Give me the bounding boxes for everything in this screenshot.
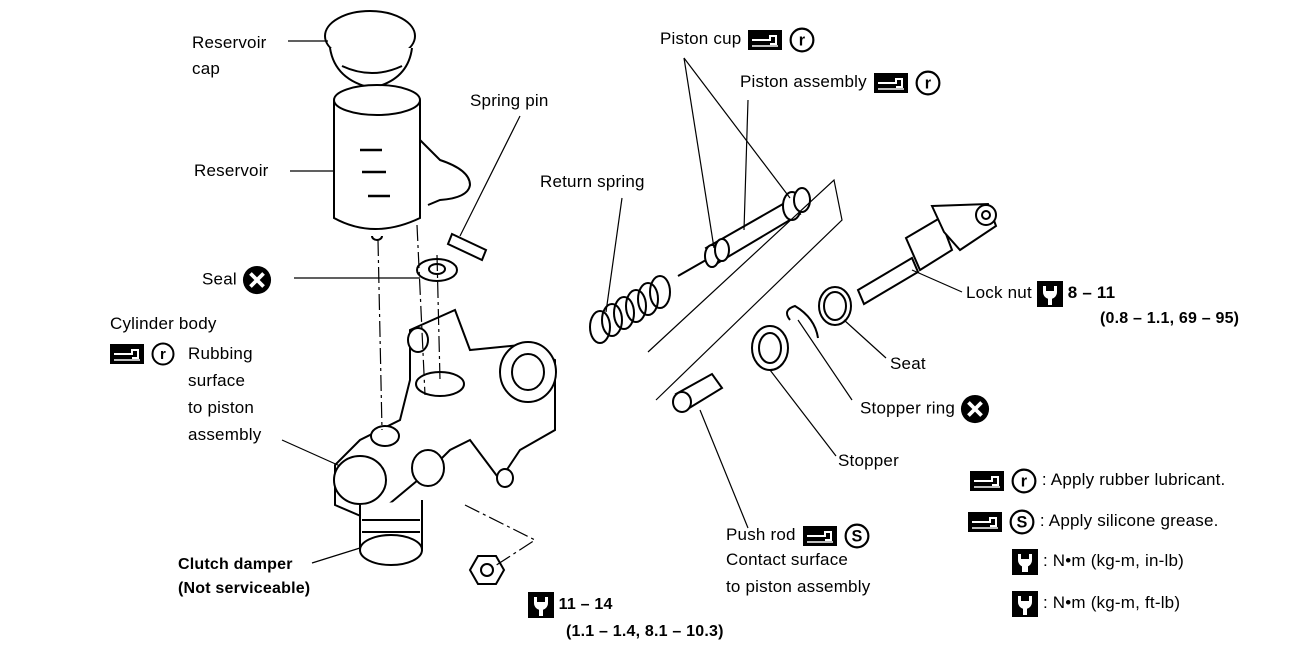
legend-torque-in: : N•m (kg-m, in-lb) bbox=[1012, 548, 1184, 575]
left-leader-lines bbox=[281, 40, 521, 564]
bottom-torque-line-1: 11 – 14 bbox=[528, 592, 613, 618]
torque-ft-lb-icon bbox=[528, 592, 554, 618]
reservoir-cap-label-2: cap bbox=[192, 59, 221, 78]
rubbing-label-4: assembly bbox=[188, 425, 262, 444]
piston-assembly-text: Piston assembly bbox=[740, 72, 867, 91]
piston-assembly-label: Piston assembly r bbox=[740, 69, 941, 96]
stopper-label: Stopper bbox=[838, 451, 899, 470]
seal-text: Seal bbox=[202, 269, 237, 289]
push-rod-part bbox=[672, 372, 724, 413]
torque-ft-lb-icon bbox=[1037, 281, 1063, 307]
return-spring bbox=[589, 275, 671, 344]
grease-gun-icon bbox=[801, 526, 839, 546]
rubbing-label-2: surface bbox=[188, 371, 246, 390]
push-rod-label: Push rod S bbox=[726, 522, 870, 549]
seat-part bbox=[818, 286, 852, 326]
s-circle-icon: S bbox=[1009, 509, 1035, 534]
svg-text:r: r bbox=[799, 31, 806, 49]
piston-cup-label: Piston cup r bbox=[660, 26, 815, 53]
piston-frame bbox=[647, 178, 843, 401]
seat-label: Seat bbox=[890, 354, 926, 373]
grease-gun-icon bbox=[872, 73, 910, 93]
return-spring-label: Return spring bbox=[540, 172, 645, 191]
spring-pin bbox=[446, 232, 488, 262]
r-circle-icon: r bbox=[151, 342, 175, 366]
contact-surface-label-2: to piston assembly bbox=[726, 577, 871, 596]
right-leader-lines bbox=[605, 57, 963, 529]
torque-ft-lb-icon bbox=[1012, 591, 1038, 617]
svg-text:r: r bbox=[160, 346, 166, 363]
lock-nut-text: Lock nut bbox=[966, 283, 1032, 302]
x-replace-icon bbox=[242, 265, 272, 295]
grease-gun-icon bbox=[746, 30, 784, 50]
piston-assembly-part bbox=[677, 187, 811, 277]
lock-nut-torque-value: 8 – 11 bbox=[1067, 283, 1116, 302]
legend-rubber: r : Apply rubber lubricant. bbox=[968, 467, 1225, 494]
grease-gun-icon bbox=[968, 471, 1006, 491]
spring-pin-label: Spring pin bbox=[470, 91, 549, 110]
push-rod-text: Push rod bbox=[726, 525, 796, 544]
seal-label: Seal bbox=[202, 265, 272, 295]
r-circle-icon: r bbox=[915, 70, 941, 95]
lock-nut-torque-line-2: (0.8 – 1.1, 69 – 95) bbox=[1100, 310, 1240, 327]
mounting-nut bbox=[468, 555, 506, 585]
grease-gun-icon bbox=[966, 512, 1004, 532]
reservoir-cap-label-1: Reservoir bbox=[192, 33, 267, 52]
legend-silicone-text: : Apply silicone grease. bbox=[1039, 511, 1219, 530]
bottom-torque-value: 11 – 14 bbox=[558, 596, 613, 614]
clutch-damper bbox=[359, 500, 423, 566]
legend-torque-ft-text: : N•m (kg-m, ft-lb) bbox=[1042, 593, 1181, 612]
svg-text:S: S bbox=[1016, 513, 1027, 531]
cylinder-body-icons: r bbox=[108, 340, 175, 366]
lock-nut-label: Lock nut 8 – 11 bbox=[966, 280, 1115, 307]
legend-torque-ft: : N•m (kg-m, ft-lb) bbox=[1012, 590, 1180, 617]
not-serviceable-label: (Not serviceable) bbox=[178, 580, 311, 597]
legend-torque-in-text: : N•m (kg-m, in-lb) bbox=[1042, 551, 1184, 570]
reservoir bbox=[333, 84, 472, 241]
x-replace-icon bbox=[960, 394, 990, 424]
stopper-ring-text: Stopper ring bbox=[860, 398, 956, 418]
legend-silicone: S : Apply silicone grease. bbox=[966, 508, 1219, 535]
r-circle-icon: r bbox=[789, 27, 815, 52]
svg-text:r: r bbox=[1021, 472, 1028, 490]
s-circle-icon: S bbox=[844, 523, 869, 548]
rubbing-label-3: to piston bbox=[188, 398, 255, 417]
clutch-damper-label: Clutch damper bbox=[178, 556, 293, 573]
reservoir-label: Reservoir bbox=[194, 161, 269, 180]
bottom-torque-line-2: (1.1 – 1.4, 8.1 – 10.3) bbox=[566, 623, 724, 640]
grease-gun-icon bbox=[108, 344, 146, 364]
r-circle-icon: r bbox=[1011, 468, 1037, 493]
torque-in-lb-icon bbox=[1012, 549, 1038, 575]
svg-text:S: S bbox=[851, 527, 862, 545]
svg-text:r: r bbox=[924, 74, 931, 92]
piston-cup-text: Piston cup bbox=[660, 29, 742, 48]
reservoir-cap bbox=[324, 10, 416, 90]
stopper-part bbox=[751, 325, 789, 371]
cylinder-body-label: Cylinder body bbox=[110, 314, 217, 333]
stopper-ring-label: Stopper ring bbox=[860, 394, 990, 424]
rubbing-label-1: Rubbing bbox=[188, 344, 253, 363]
cylinder-body bbox=[333, 308, 557, 522]
legend-rubber-text: : Apply rubber lubricant. bbox=[1041, 470, 1226, 489]
contact-surface-label-1: Contact surface bbox=[726, 550, 849, 569]
lock-nut-part bbox=[856, 202, 998, 306]
stopper-ring-part bbox=[785, 304, 819, 339]
left-guide-lines bbox=[377, 224, 537, 567]
